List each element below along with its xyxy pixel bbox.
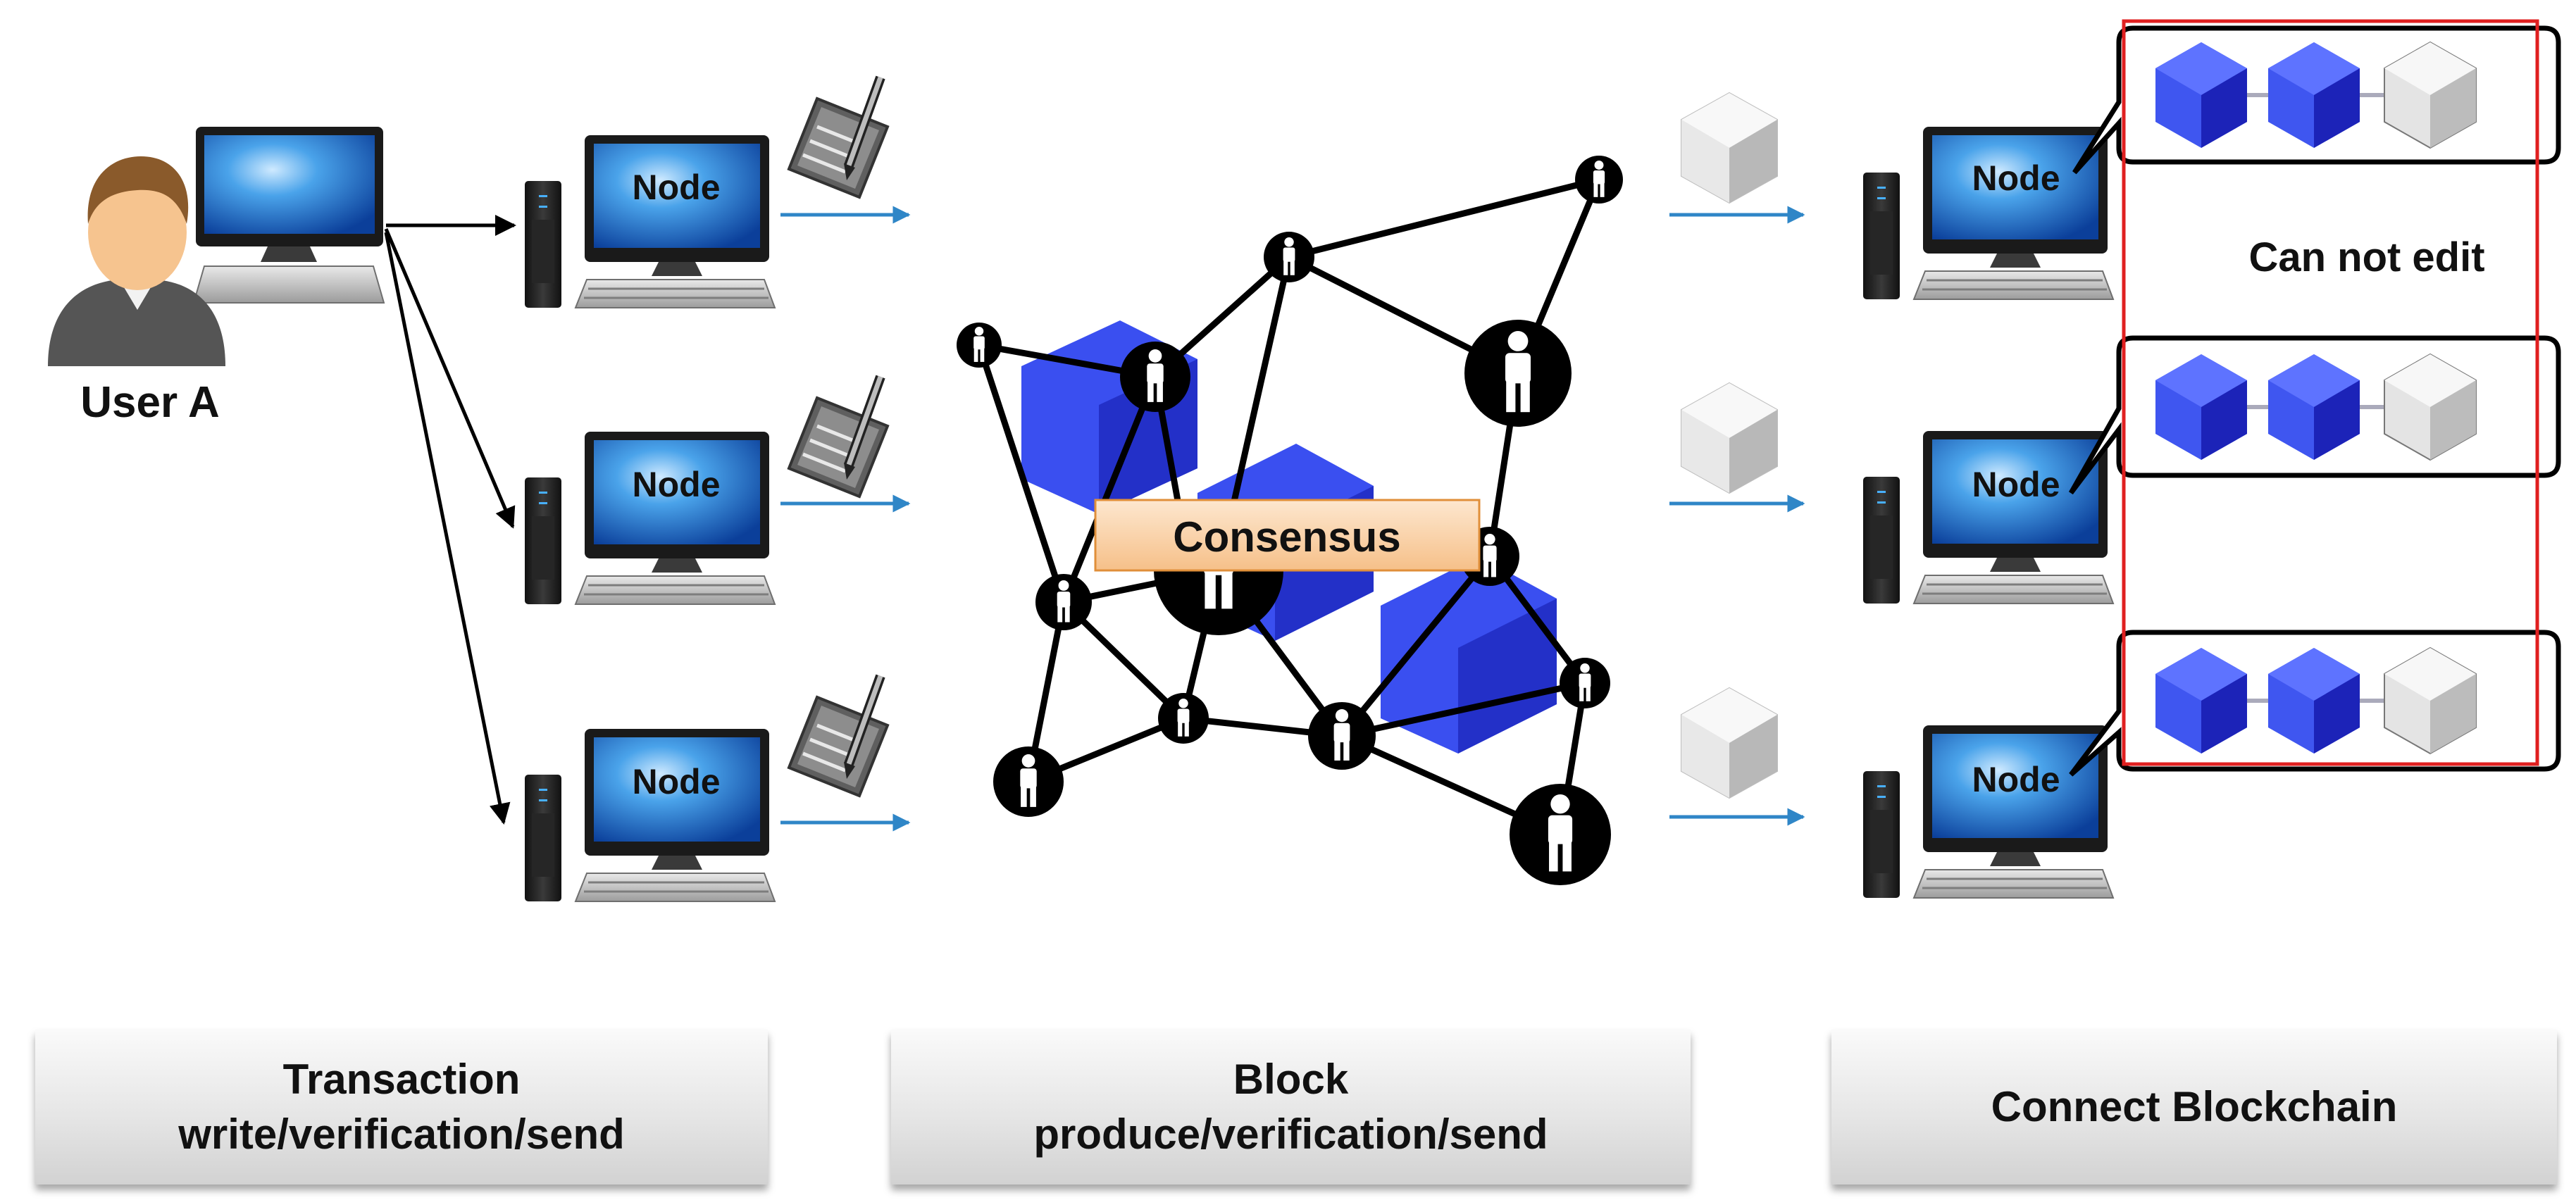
person-node-icon: [1120, 342, 1190, 412]
stage-transaction: Transaction write/verification/send: [35, 1030, 768, 1185]
right-node-3: Node: [1862, 724, 2115, 899]
left-node-3: Node: [523, 727, 776, 903]
document-pen-icon: [789, 377, 888, 496]
chain-callout-2: [2068, 335, 2561, 495]
stage-connect-title: Connect Blockchain: [1991, 1083, 2398, 1130]
document-pen-icon: [789, 77, 888, 197]
computer-icon: [1862, 125, 2115, 301]
person-node-icon: [1158, 693, 1209, 744]
chain-callout-3: [2069, 630, 2561, 777]
right-node-1: Node: [1862, 125, 2115, 301]
block-icon: [1681, 92, 1778, 204]
document-pen-icon: [789, 676, 888, 796]
chain-callout-1: [2072, 25, 2561, 175]
user-computer: [192, 127, 385, 304]
person-node-icon: [1560, 658, 1610, 708]
computer-icon: [523, 430, 776, 606]
person-node-icon: [1575, 156, 1623, 204]
node-label: Node: [633, 762, 721, 801]
user-icon: [48, 156, 225, 366]
stage-block-subtitle: produce/verification/send: [1033, 1111, 1548, 1158]
block-icon: [1681, 687, 1778, 799]
block-icon: [1381, 556, 1557, 754]
consensus-network: Consensus: [957, 156, 1623, 885]
chain-note: Can not edit: [2248, 235, 2484, 280]
consensus-label-box: Consensus: [1094, 499, 1481, 572]
left-node-2: Node: [523, 430, 776, 606]
stage-block: Block produce/verification/send: [891, 1030, 1691, 1185]
node-label: Node: [1972, 158, 2060, 198]
block-icon: [1681, 382, 1778, 494]
stage-transaction-title: Transaction: [282, 1056, 521, 1103]
stage-transaction-subtitle: write/verification/send: [178, 1111, 625, 1158]
person-node-icon: [1510, 784, 1611, 885]
immutable-chain-highlight: [2122, 19, 2539, 766]
person-node-icon: [1464, 320, 1572, 427]
computer-icon: [1862, 724, 2115, 899]
person-node-icon: [1308, 702, 1376, 770]
computer-icon: [523, 134, 776, 309]
stage-connect-blockchain: Connect Blockchain: [1831, 1030, 2557, 1185]
send-arrows-right: [1669, 206, 1805, 826]
person-node-icon: [993, 746, 1064, 817]
user-to-node-arrows: [384, 215, 516, 825]
node-label: Node: [633, 168, 721, 207]
person-node-icon: [1035, 574, 1092, 630]
node-label: Node: [1972, 760, 2060, 799]
right-node-2: Node: [1862, 430, 2115, 605]
left-node-1: Node: [523, 134, 776, 309]
send-arrows-left: [780, 206, 911, 832]
consensus-label: Consensus: [1173, 513, 1400, 561]
computer-icon: [1862, 430, 2115, 605]
person-node-icon: [957, 323, 1002, 368]
node-label: Node: [633, 465, 721, 504]
user-label: User A: [80, 378, 220, 427]
stage-block-title: Block: [1233, 1056, 1349, 1103]
person-node-icon: [1264, 232, 1314, 282]
node-label: Node: [1972, 465, 2060, 504]
computer-icon: [523, 727, 776, 903]
